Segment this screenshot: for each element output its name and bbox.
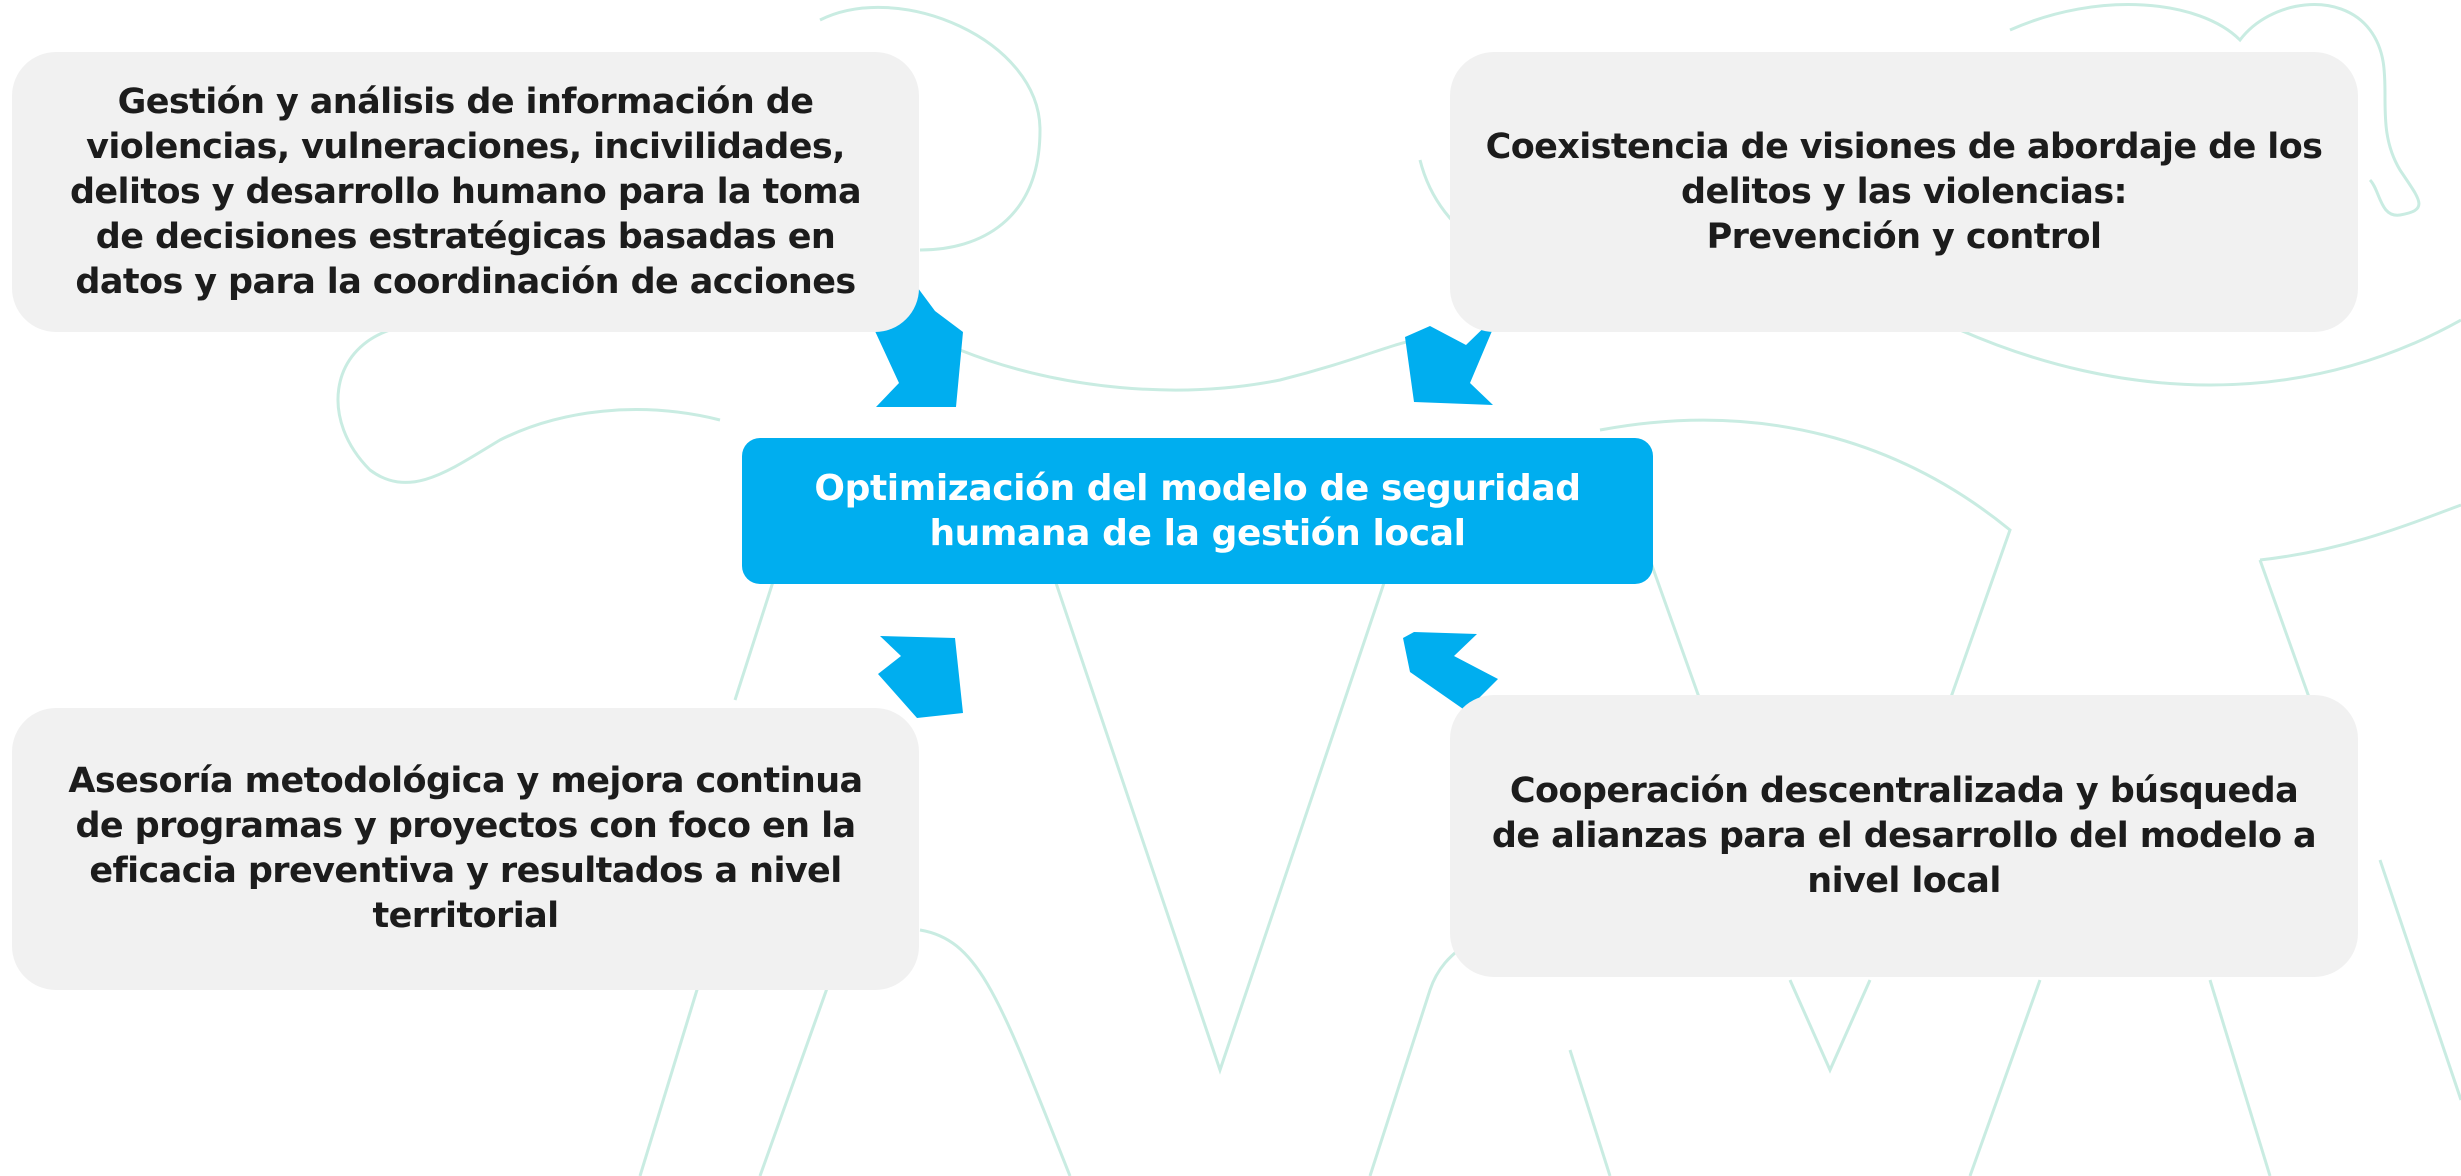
center-goal-text: Optimización del modelo de seguridad hum… bbox=[814, 468, 1581, 554]
topic-text-top-right: Coexistencia de visiones de abordaje de … bbox=[1485, 126, 2323, 257]
topic-box-bottom-right: Cooperación descentralizada y búsqueda d… bbox=[1450, 695, 2358, 977]
topic-box-top-left: Gestión y análisis de información de vio… bbox=[12, 52, 919, 332]
topic-text-bottom-left: Asesoría metodológica y mejora continua … bbox=[68, 761, 863, 936]
topic-text-bottom-right: Cooperación descentralizada y búsqueda d… bbox=[1491, 770, 2317, 901]
topic-box-top-right: Coexistencia de visiones de abordaje de … bbox=[1450, 52, 2358, 332]
center-goal-box: Optimización del modelo de seguridad hum… bbox=[742, 438, 1653, 584]
topic-box-bottom-left: Asesoría metodológica y mejora continua … bbox=[12, 708, 919, 990]
topic-text-top-left: Gestión y análisis de información de vio… bbox=[69, 81, 862, 302]
